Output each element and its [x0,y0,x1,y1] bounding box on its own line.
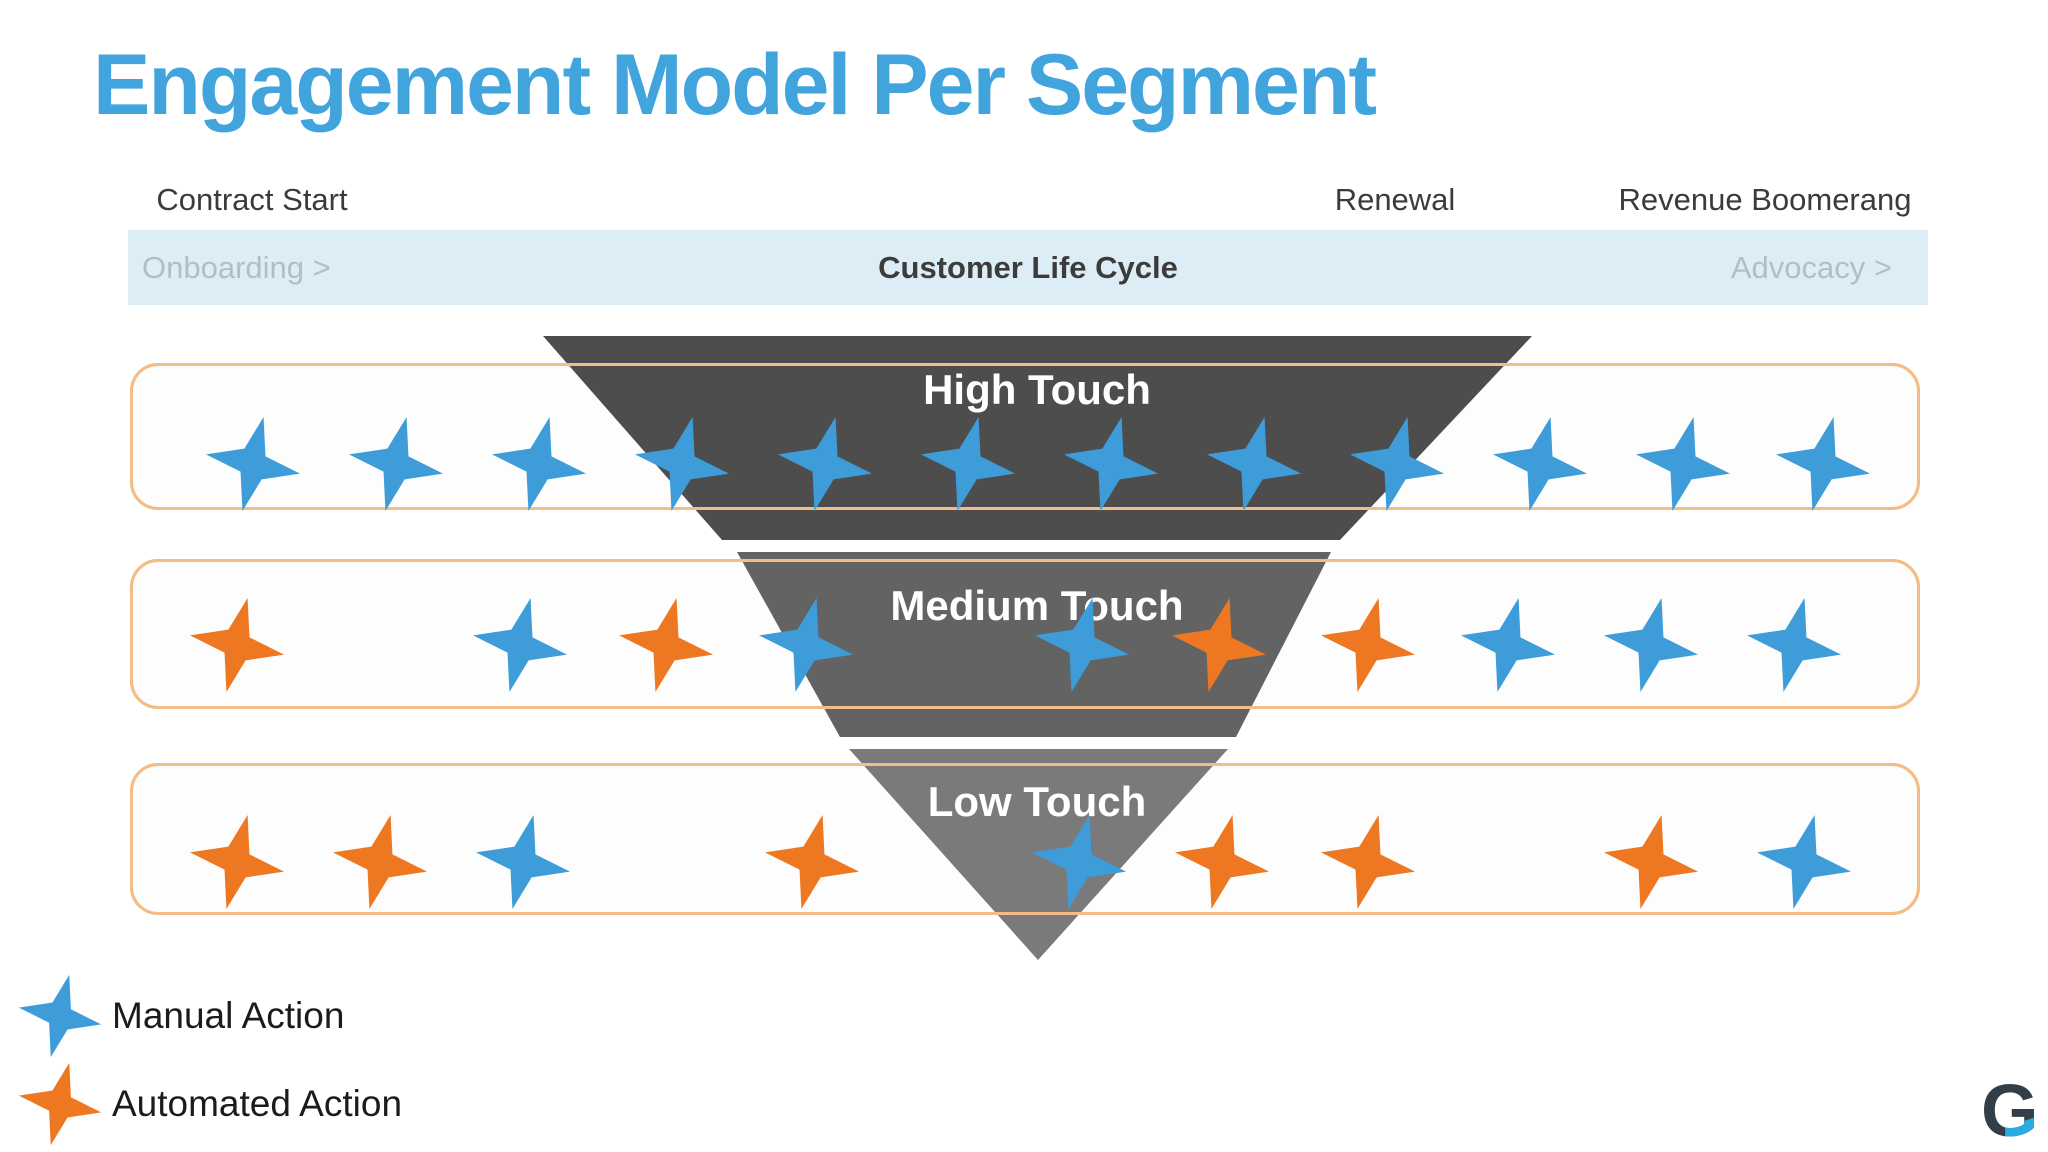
low-touch-row [130,763,1920,915]
label-onboarding: Onboarding > [142,249,331,285]
manual-action-star-icon [18,974,102,1058]
logo-letter-dark: G [1981,1069,2039,1152]
legend-item-manual: Manual Action [18,972,402,1060]
legend-label-automated: Automated Action [112,1083,403,1124]
legend-label-manual: Manual Action [112,995,345,1036]
gainsight-logo: G G [1981,1069,2039,1152]
legend: Manual Action Automated Action [18,972,402,1148]
label-revenue-boomerang: Revenue Boomerang [1618,182,1912,217]
customer-lifecycle-bar: Onboarding > Customer Life Cycle Advocac… [128,230,1928,305]
legend-item-automated: Automated Action [18,1060,402,1148]
page-title: Engagement Model Per Segment [93,37,1377,133]
label-customer-life-cycle: Customer Life Cycle [878,249,1178,285]
label-advocacy: Advocacy > [1730,249,1892,285]
medium-touch-row [130,559,1920,709]
label-contract-start: Contract Start [156,182,348,217]
automated-action-star-icon [18,1062,102,1146]
high-touch-row [130,363,1920,510]
label-renewal: Renewal [1334,182,1456,217]
